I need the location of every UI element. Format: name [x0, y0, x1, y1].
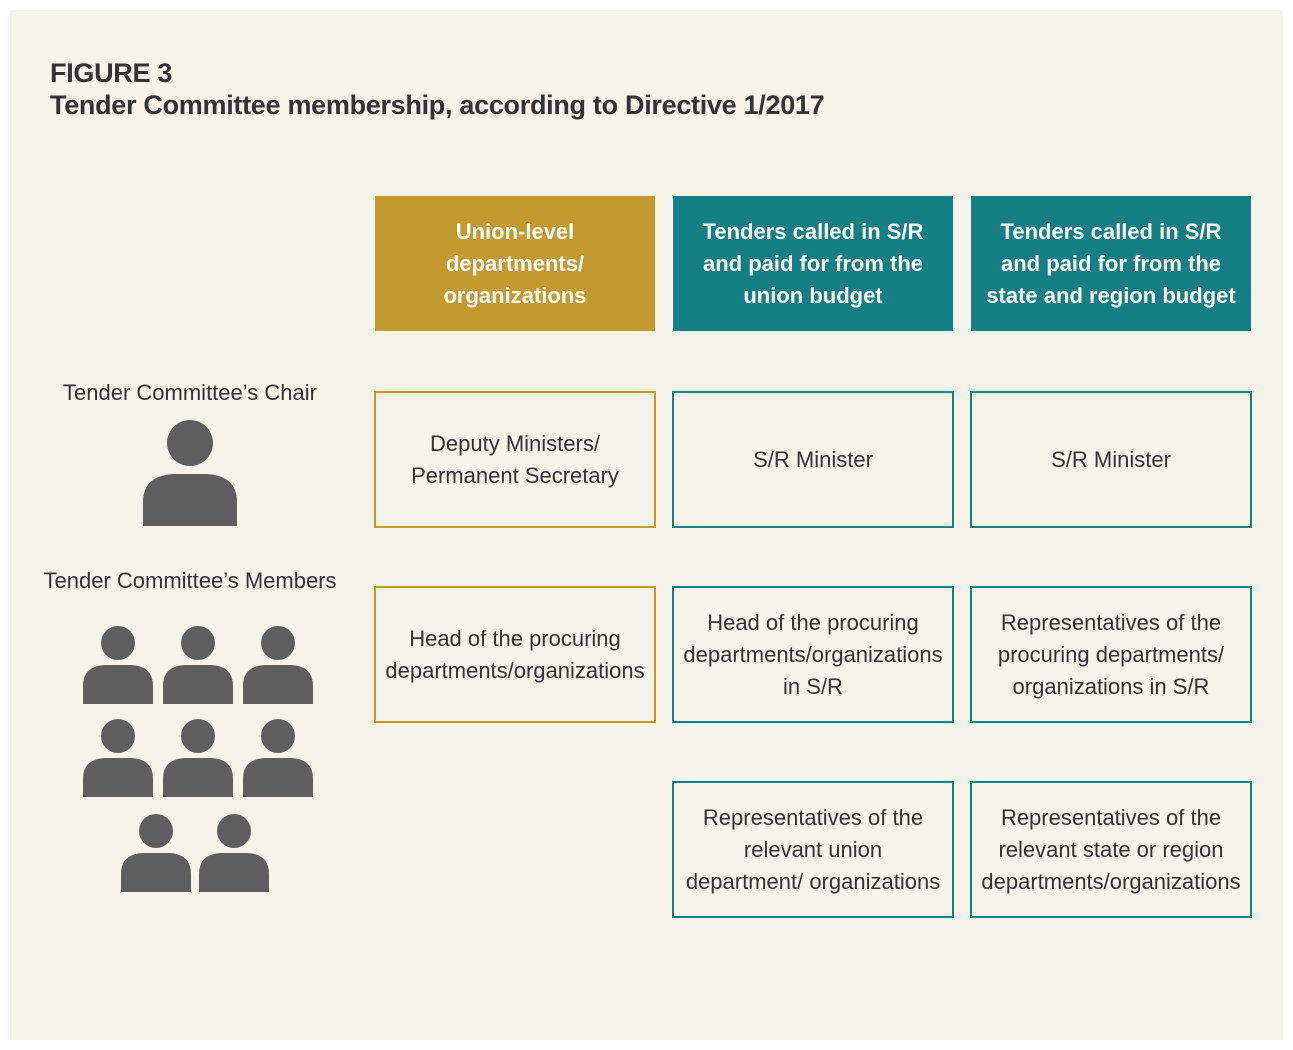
members-extra-cell-sr-state-budget: Representatives of the relevant state or… — [970, 781, 1252, 918]
row-label-members: Tender Committee’s Members — [43, 568, 337, 593]
person-icon — [163, 626, 233, 704]
person-icon — [199, 814, 269, 892]
chair-cell-union-level: Deputy Ministers/ Permanent Secretary — [374, 391, 656, 528]
column-header-sr-union-budget: Tenders called in S/R and paid for from … — [673, 196, 953, 331]
column-header-union-level: Union-level departments/ organizations — [375, 196, 655, 331]
members-cell-union-level: Head of the procuring departments/organi… — [374, 586, 656, 723]
person-icon — [83, 719, 153, 797]
person-icon — [243, 626, 313, 704]
person-icon — [243, 719, 313, 797]
chair-cell-sr-state-budget: S/R Minister — [970, 391, 1252, 528]
members-cell-sr-state-budget: Representatives of the procuring departm… — [970, 586, 1252, 723]
column-header-sr-state-budget: Tenders called in S/R and paid for from … — [971, 196, 1251, 331]
row-label-chair: Tender Committee’s Chair — [63, 380, 317, 405]
members-cell-sr-union-budget: Head of the procuring departments/organi… — [672, 586, 954, 723]
figure-title: Tender Committee membership, according t… — [50, 90, 825, 120]
person-icon — [163, 719, 233, 797]
figure-label: FIGURE 3 — [50, 58, 173, 88]
figure-panel: FIGURE 3 Tender Committee membership, ac… — [10, 10, 1283, 1040]
person-icon — [121, 814, 191, 892]
person-icon — [83, 626, 153, 704]
person-icon — [143, 420, 237, 526]
members-extra-cell-sr-union-budget: Representatives of the relevant union de… — [672, 781, 954, 918]
chair-cell-sr-union-budget: S/R Minister — [672, 391, 954, 528]
